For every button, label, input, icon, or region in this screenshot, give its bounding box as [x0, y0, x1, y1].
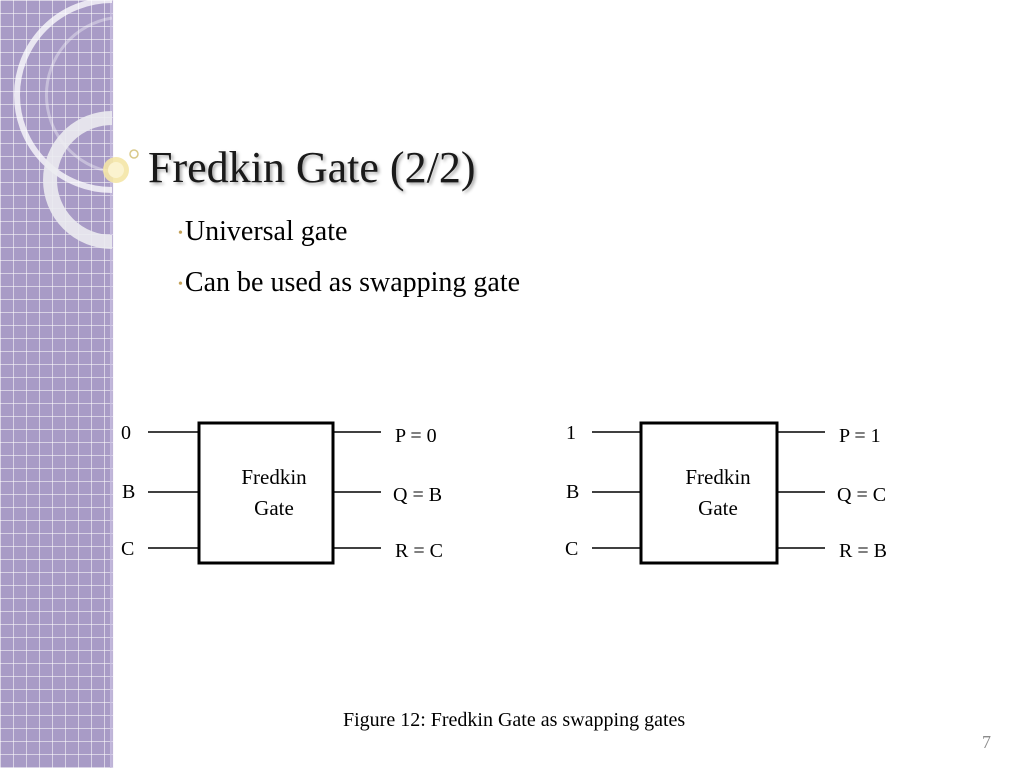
input-label: C [121, 538, 134, 560]
small-ring-arc [43, 111, 113, 249]
glow-dot-core [108, 162, 124, 178]
decorative-rings [14, 0, 139, 249]
bullet-text: Universal gate [184, 216, 348, 247]
input-label: 1 [566, 422, 576, 444]
input-label: C [565, 538, 578, 560]
gate-label-line1: Fredkin [241, 465, 307, 489]
bullet-item: •Can be used as swapping gate [178, 267, 520, 299]
output-label: R = C [395, 540, 443, 562]
fredkin-gate-right: 1 B C Fredkin Gate P = 1 Q = C R = B [565, 421, 887, 565]
large-ring-inner [44, 16, 113, 174]
input-label: B [566, 481, 579, 503]
output-label: P = 0 [395, 425, 437, 447]
figure-caption: Figure 12: Fredkin Gate as swapping gate… [343, 709, 686, 731]
bullet-item: •Universal gate [178, 216, 347, 248]
output-label: Q = B [393, 484, 442, 506]
output-label: Q = C [837, 484, 886, 506]
gate-label-line2: Gate [698, 496, 738, 520]
input-label: B [122, 481, 135, 503]
input-label: 0 [121, 422, 131, 444]
bullet-dot-icon: • [178, 225, 183, 241]
output-label: P = 1 [839, 425, 881, 447]
gate-box [197, 421, 335, 565]
slide-title: Fredkin Gate (2/2) [148, 143, 476, 192]
bullet-dot-icon: • [178, 276, 183, 292]
sidebar-edge [110, 0, 114, 768]
gate-label-line2: Gate [254, 496, 294, 520]
gate-label-line1: Fredkin [685, 465, 751, 489]
gate-box [639, 421, 779, 565]
bullet-text: Can be used as swapping gate [184, 267, 521, 298]
large-ring-arc [14, 0, 113, 193]
fredkin-gate-left: 0 B C Fredkin Gate P = 0 Q = B R = C [121, 421, 443, 565]
output-label: R = B [839, 540, 887, 562]
small-circle-icon [129, 149, 139, 159]
page-number: 7 [982, 732, 991, 752]
sidebar-pattern [0, 0, 113, 768]
